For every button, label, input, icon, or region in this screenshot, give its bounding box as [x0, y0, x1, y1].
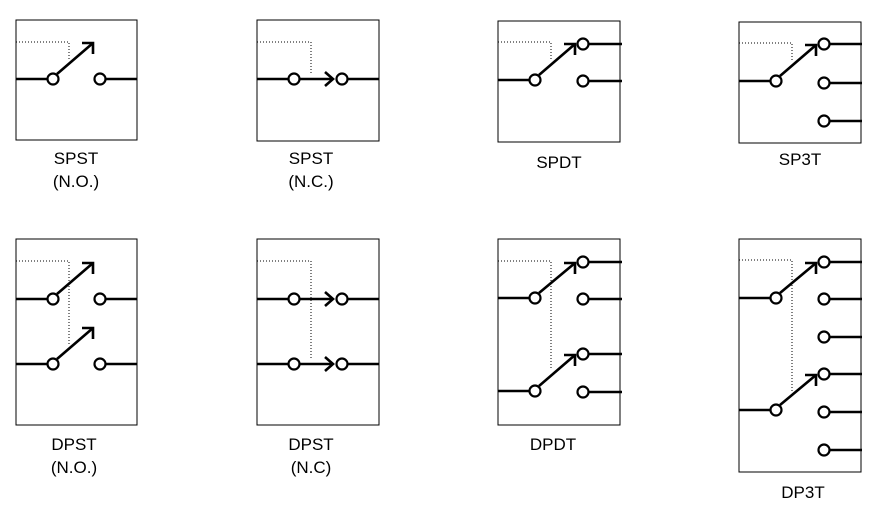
- switch-blade: [56, 42, 94, 75]
- contact-terminal: [817, 114, 831, 128]
- arrow-head-icon: [324, 71, 335, 87]
- common-terminal: [528, 291, 542, 305]
- symbol-dpst-nc: DPST (N.C): [256, 238, 380, 477]
- mechanical-link: [16, 260, 70, 345]
- arrow-head-icon: [324, 356, 335, 372]
- common-terminal: [769, 403, 783, 417]
- common-terminal: [769, 74, 783, 88]
- symbol-frame: [256, 19, 380, 142]
- switch-blade: [538, 262, 576, 294]
- mechanical-link: [498, 41, 552, 60]
- symbol-frame: [15, 238, 138, 426]
- symbol-label: DP3T: [781, 483, 824, 502]
- common-terminal: [769, 291, 783, 305]
- symbol-sp3t: SP3T: [738, 21, 862, 169]
- symbol-sublabel: (N.O.): [53, 172, 99, 191]
- contact-terminal: [93, 72, 107, 86]
- contact-terminal: [576, 255, 590, 269]
- symbol-sublabel: (N.C.): [288, 172, 333, 191]
- switch-blade: [779, 44, 817, 77]
- contact-terminal: [335, 357, 349, 371]
- mechanical-link: [498, 260, 552, 370]
- arrow-head-icon: [82, 41, 95, 54]
- arrow-head-icon: [82, 261, 95, 274]
- symbol-dpdt: DPDT: [497, 238, 622, 454]
- contact-terminal: [817, 405, 831, 419]
- arrow-head-icon: [564, 353, 577, 366]
- symbol-sublabel: (N.C): [291, 458, 332, 477]
- symbol-spst-no: SPST (N.O.): [15, 19, 138, 191]
- contact-terminal: [576, 347, 590, 361]
- symbol-label: SP3T: [779, 150, 822, 169]
- contact-terminal: [817, 443, 831, 457]
- common-terminal: [46, 72, 60, 86]
- contact-terminal: [335, 292, 349, 306]
- common-terminal: [46, 292, 60, 306]
- arrow-head-icon: [805, 261, 818, 274]
- common-terminal: [287, 292, 301, 306]
- contact-terminal: [335, 72, 349, 86]
- symbol-frame: [256, 238, 380, 426]
- mechanical-link: [257, 260, 312, 360]
- symbol-label: DPST: [288, 435, 333, 454]
- contact-terminal: [93, 292, 107, 306]
- arrow-head-icon: [805, 373, 818, 386]
- symbol-label: SPST: [289, 149, 333, 168]
- arrow-head-icon: [82, 326, 95, 339]
- arrow-head-icon: [564, 261, 577, 274]
- mechanical-link: [257, 41, 312, 75]
- switch-blade: [779, 262, 817, 294]
- symbol-label: DPDT: [530, 435, 576, 454]
- symbol-label: SPST: [54, 149, 98, 168]
- symbol-sublabel: (N.O.): [51, 458, 97, 477]
- common-terminal: [528, 73, 542, 87]
- arrow-head-icon: [324, 291, 335, 307]
- contact-terminal: [817, 76, 831, 90]
- common-terminal: [46, 357, 60, 371]
- switch-blade: [538, 354, 576, 387]
- contact-terminal: [817, 37, 831, 51]
- symbol-dp3t: DP3T: [738, 238, 862, 502]
- symbol-spdt: SPDT: [497, 20, 622, 172]
- contact-terminal: [817, 367, 831, 381]
- symbol-label: SPDT: [536, 153, 581, 172]
- common-terminal: [287, 72, 301, 86]
- contact-terminal: [576, 37, 590, 51]
- symbol-frame: [497, 238, 621, 426]
- switch-blade: [56, 262, 94, 295]
- contact-terminal: [817, 255, 831, 269]
- switch-blade: [56, 327, 94, 360]
- contact-terminal: [817, 292, 831, 306]
- switch-blade: [779, 374, 817, 406]
- arrow-head-icon: [805, 43, 818, 56]
- common-terminal: [528, 384, 542, 398]
- symbol-frame: [738, 238, 862, 473]
- mechanical-link: [739, 259, 793, 392]
- symbol-spst-nc: SPST (N.C.): [256, 19, 380, 191]
- contact-terminal: [817, 330, 831, 344]
- symbol-label: DPST: [51, 435, 96, 454]
- switch-blade: [538, 43, 576, 76]
- contact-terminal: [576, 74, 590, 88]
- mechanical-link: [739, 42, 793, 60]
- common-terminal: [287, 357, 301, 371]
- contact-terminal: [576, 385, 590, 399]
- symbol-dpst-no: DPST (N.O.): [15, 238, 138, 477]
- contact-terminal: [93, 357, 107, 371]
- mechanical-link: [16, 41, 70, 60]
- arrow-head-icon: [564, 42, 577, 55]
- contact-terminal: [576, 292, 590, 306]
